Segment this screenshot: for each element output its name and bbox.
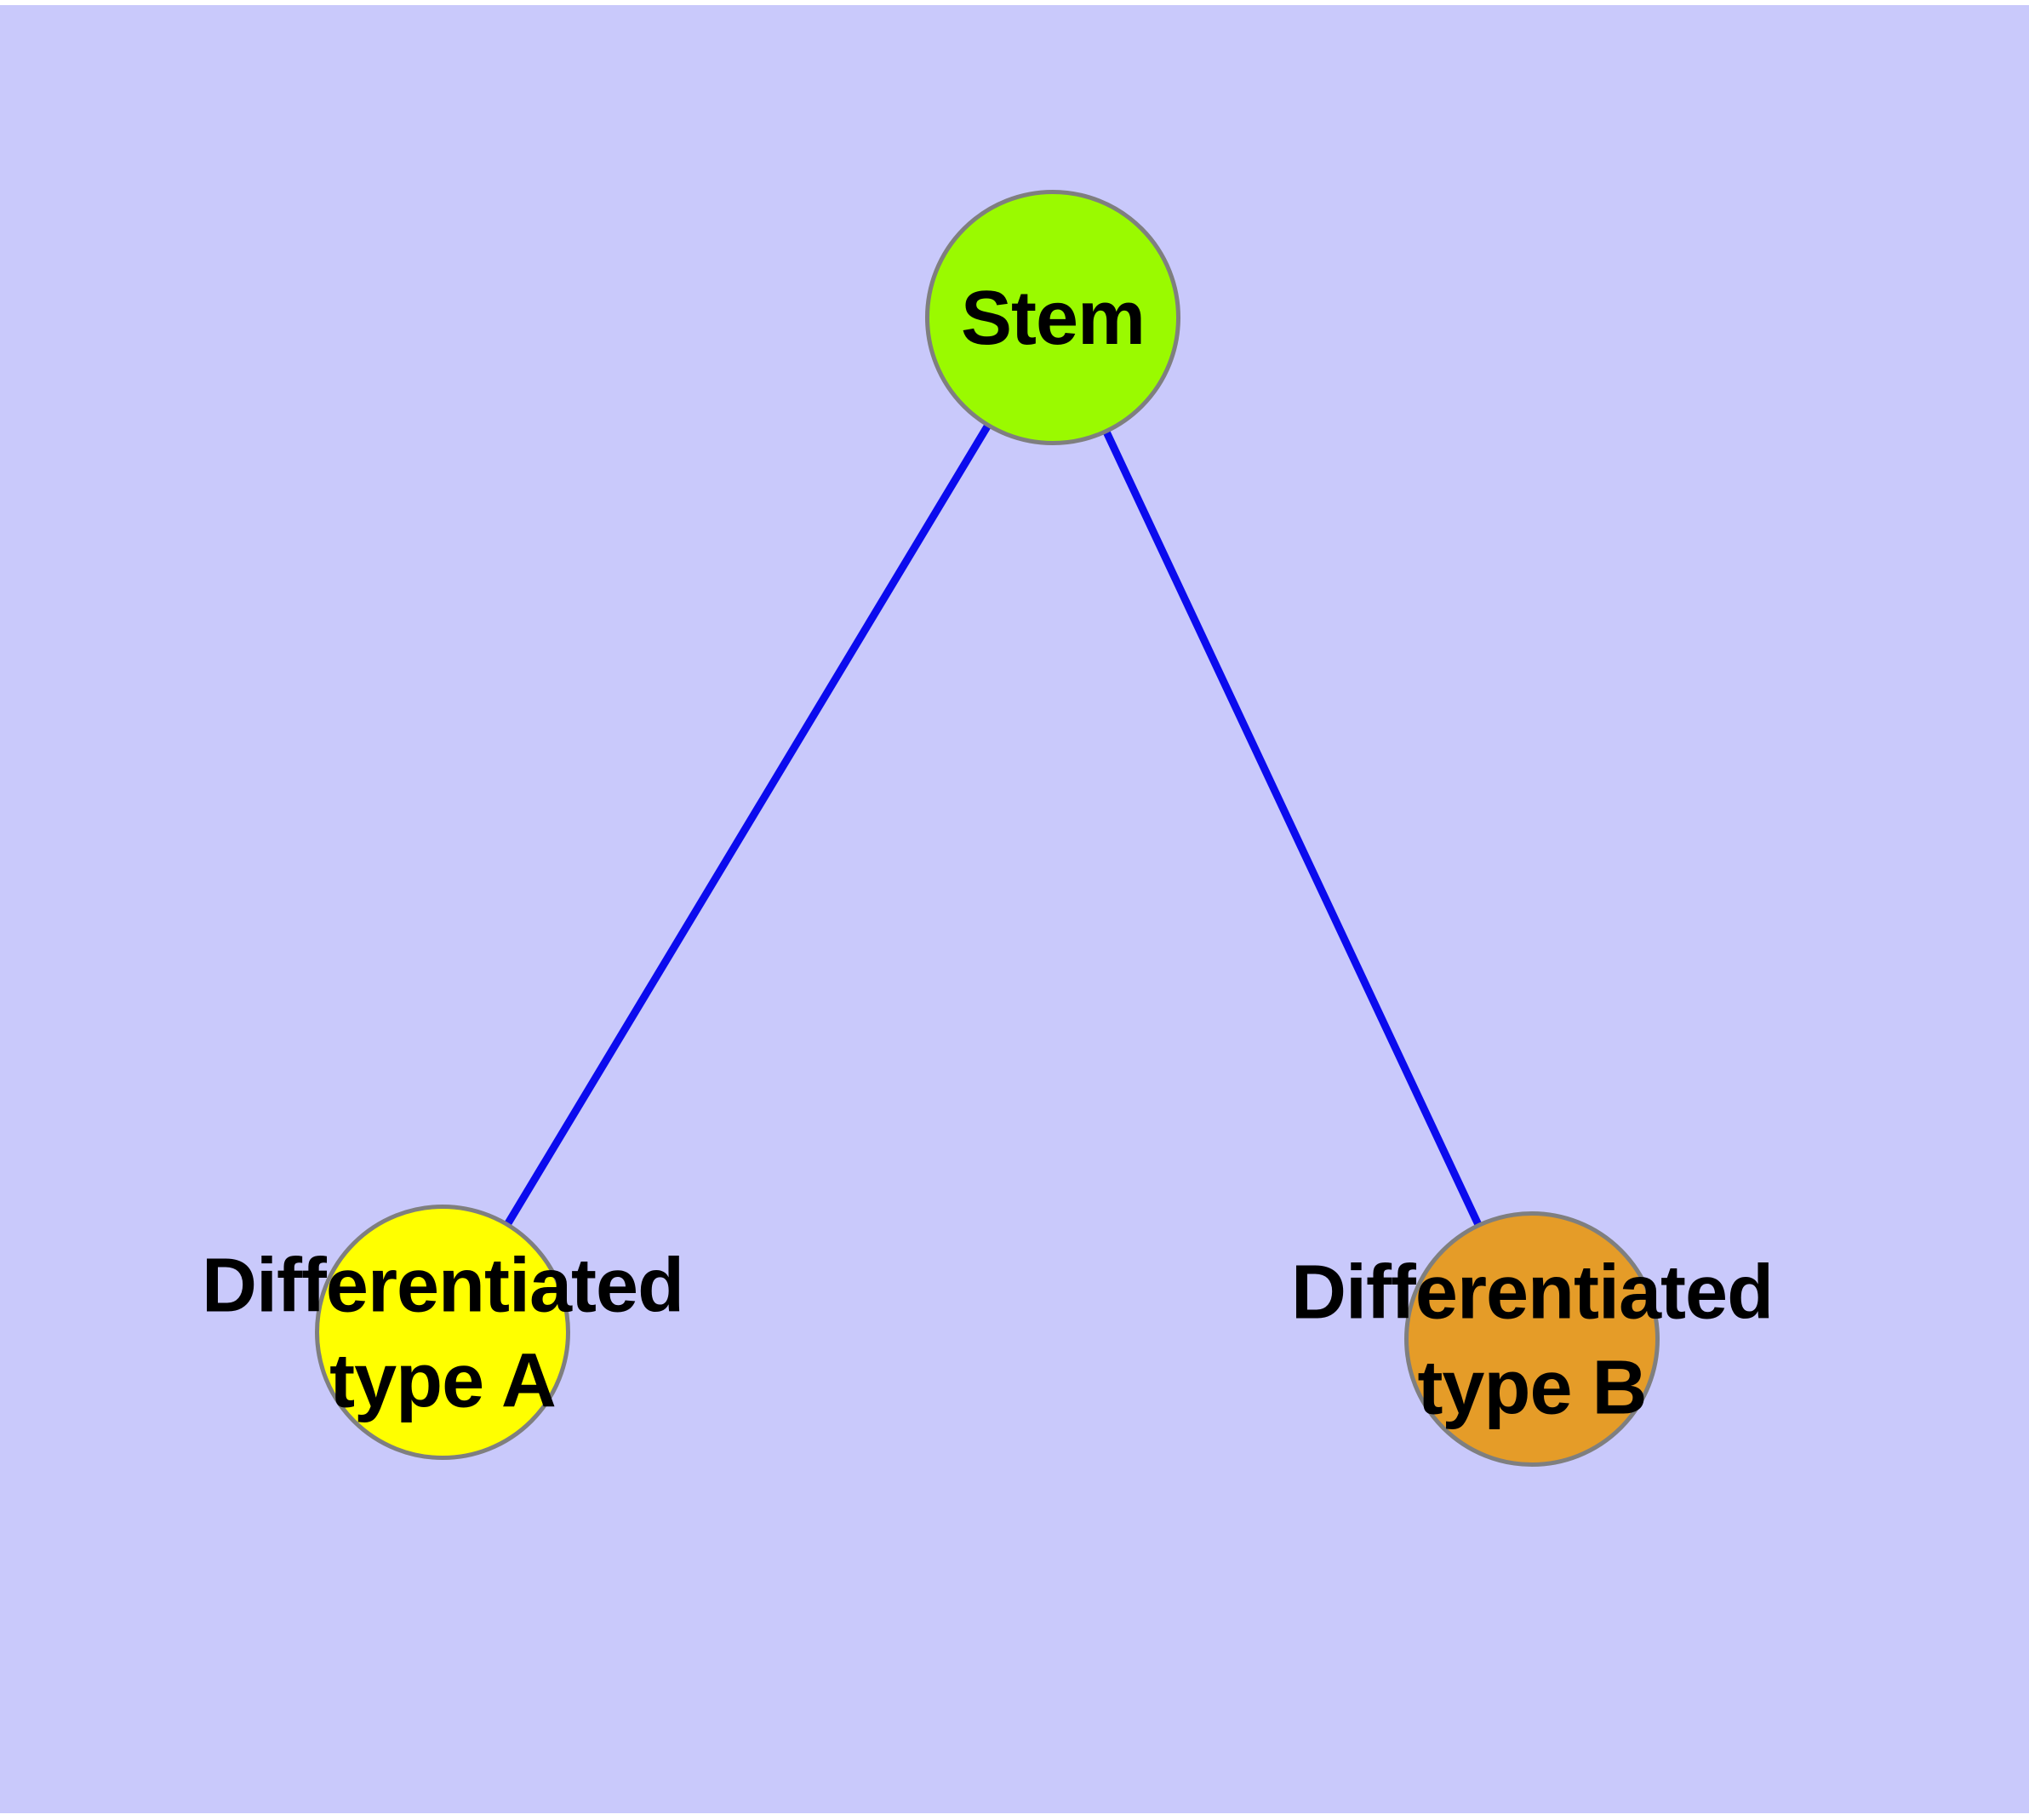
node-stem: [925, 190, 1180, 445]
node-label-stem-line: Stem: [960, 276, 1146, 362]
page-bottom-margin: [0, 1813, 2029, 1820]
node-label-type-a-line-1: Differentiated: [201, 1243, 684, 1329]
page-top-margin: [0, 0, 2029, 5]
node-label-type-b-line-1: Differentiated: [1290, 1250, 1774, 1336]
node-label-stem: Stem: [960, 272, 1146, 367]
edge-stem-to-type-a: [439, 315, 1056, 1335]
node-label-type-b-line-2: type B: [1417, 1345, 1647, 1430]
node-differentiated-type-b: [1404, 1211, 1660, 1467]
node-label-type-a-line-2: type A: [329, 1338, 557, 1423]
node-differentiated-type-a: [315, 1205, 570, 1460]
node-label-differentiated-type-b: Differentiated type B: [1290, 1245, 1774, 1435]
node-label-differentiated-type-a: Differentiated type A: [201, 1239, 684, 1428]
edge-stem-to-type-b: [1049, 316, 1536, 1341]
